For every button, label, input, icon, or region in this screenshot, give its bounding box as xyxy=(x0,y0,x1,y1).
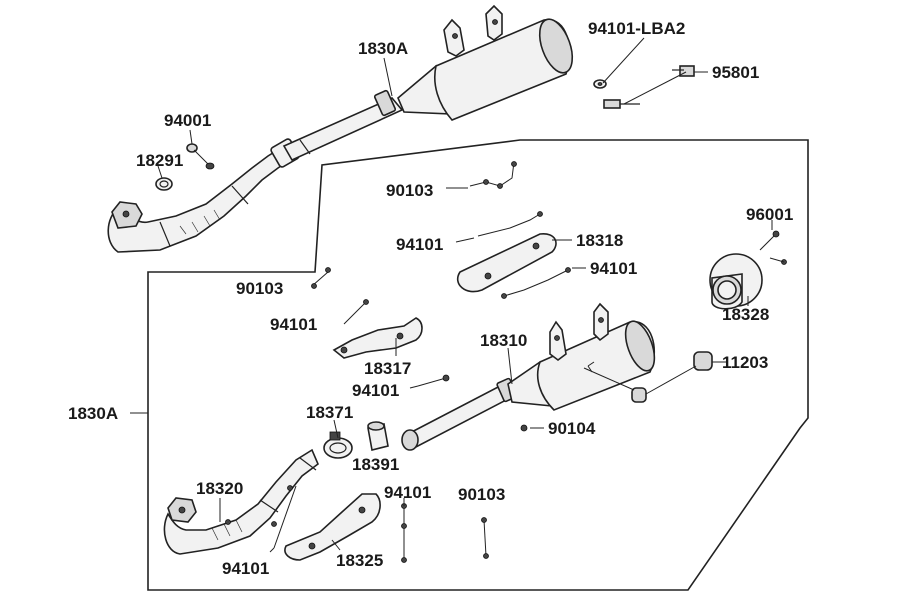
washer-94101-e[interactable] xyxy=(271,485,297,549)
callout-18325[interactable]: 18325 xyxy=(336,551,383,570)
leader-18325 xyxy=(331,539,341,551)
callout-94101-f[interactable]: 94101 xyxy=(384,483,431,502)
callout-18391[interactable]: 18391 xyxy=(352,455,399,474)
leader-18310 xyxy=(507,347,513,385)
callout-94101-a[interactable]: 94101 xyxy=(396,235,443,254)
bolt-top-right-a[interactable] xyxy=(603,99,640,109)
callout-18310[interactable]: 18310 xyxy=(480,331,527,350)
muffler-18310[interactable] xyxy=(401,302,660,451)
leader-94101-a xyxy=(455,237,475,243)
washer-94101-f[interactable] xyxy=(401,503,407,563)
callout-18291[interactable]: 18291 xyxy=(136,151,183,170)
muffler-assembly-top[interactable] xyxy=(107,4,578,253)
callout-18371[interactable]: 18371 xyxy=(306,403,353,422)
heat-shield-18325[interactable] xyxy=(284,493,381,561)
leader-94101-e xyxy=(269,547,275,553)
callout-94001[interactable]: 94001 xyxy=(164,111,211,130)
header-pipe-18320[interactable] xyxy=(163,448,319,555)
heat-shield-18317[interactable] xyxy=(332,317,423,359)
callout-94101-b[interactable]: 94101 xyxy=(590,259,637,278)
callout-18317[interactable]: 18317 xyxy=(364,359,411,378)
leader-18291 xyxy=(157,165,163,179)
assembly-frame xyxy=(147,139,809,591)
screw-96001[interactable] xyxy=(759,230,787,265)
callout-90103-bottom[interactable]: 90103 xyxy=(458,485,505,504)
callout-94101-e[interactable]: 94101 xyxy=(222,559,269,578)
leader-94001 xyxy=(189,129,193,145)
grommet-11203[interactable] xyxy=(583,351,713,403)
callout-1830a-top[interactable]: 1830A xyxy=(358,39,408,58)
callout-95801[interactable]: 95801 xyxy=(712,63,759,82)
callout-18320[interactable]: 18320 xyxy=(196,479,243,498)
gasket-18391[interactable] xyxy=(367,421,389,451)
screw-90103-bottom[interactable] xyxy=(481,517,489,559)
callout-18318[interactable]: 18318 xyxy=(576,231,623,250)
screw-90103-mid[interactable] xyxy=(311,267,331,289)
callout-94101-c[interactable]: 94101 xyxy=(270,315,317,334)
callout-11203[interactable]: 11203 xyxy=(722,353,768,372)
callout-94101-lba2[interactable]: 94101-LBA2 xyxy=(588,19,685,38)
screw-90103-top[interactable] xyxy=(469,161,517,189)
callout-94101-d[interactable]: 94101 xyxy=(352,381,399,400)
callout-96001[interactable]: 96001 xyxy=(746,205,793,224)
callout-90103-mid[interactable]: 90103 xyxy=(236,279,283,298)
leader-18371 xyxy=(333,419,339,439)
nut-94001[interactable] xyxy=(186,143,215,170)
washer-94101-c[interactable] xyxy=(343,299,369,325)
leader-1830a-top xyxy=(383,57,393,97)
callout-18328[interactable]: 18328 xyxy=(722,305,769,324)
washer-top-right[interactable] xyxy=(593,79,607,89)
clip-18291[interactable] xyxy=(155,177,173,191)
washer-94101-d[interactable] xyxy=(417,374,450,387)
leader-95801 xyxy=(623,71,687,105)
leader-94101-d xyxy=(409,385,419,389)
bolt-90104[interactable] xyxy=(520,424,528,432)
exhaust-tip-18328[interactable] xyxy=(709,253,763,310)
leader-lba2 xyxy=(602,37,645,84)
bolt-top-right-b[interactable] xyxy=(672,65,695,77)
callout-1830a-side[interactable]: 1830A xyxy=(68,404,118,423)
heat-shield-18318[interactable] xyxy=(457,211,571,299)
callout-90104[interactable]: 90104 xyxy=(548,419,596,438)
callout-90103-top[interactable]: 90103 xyxy=(386,181,433,200)
